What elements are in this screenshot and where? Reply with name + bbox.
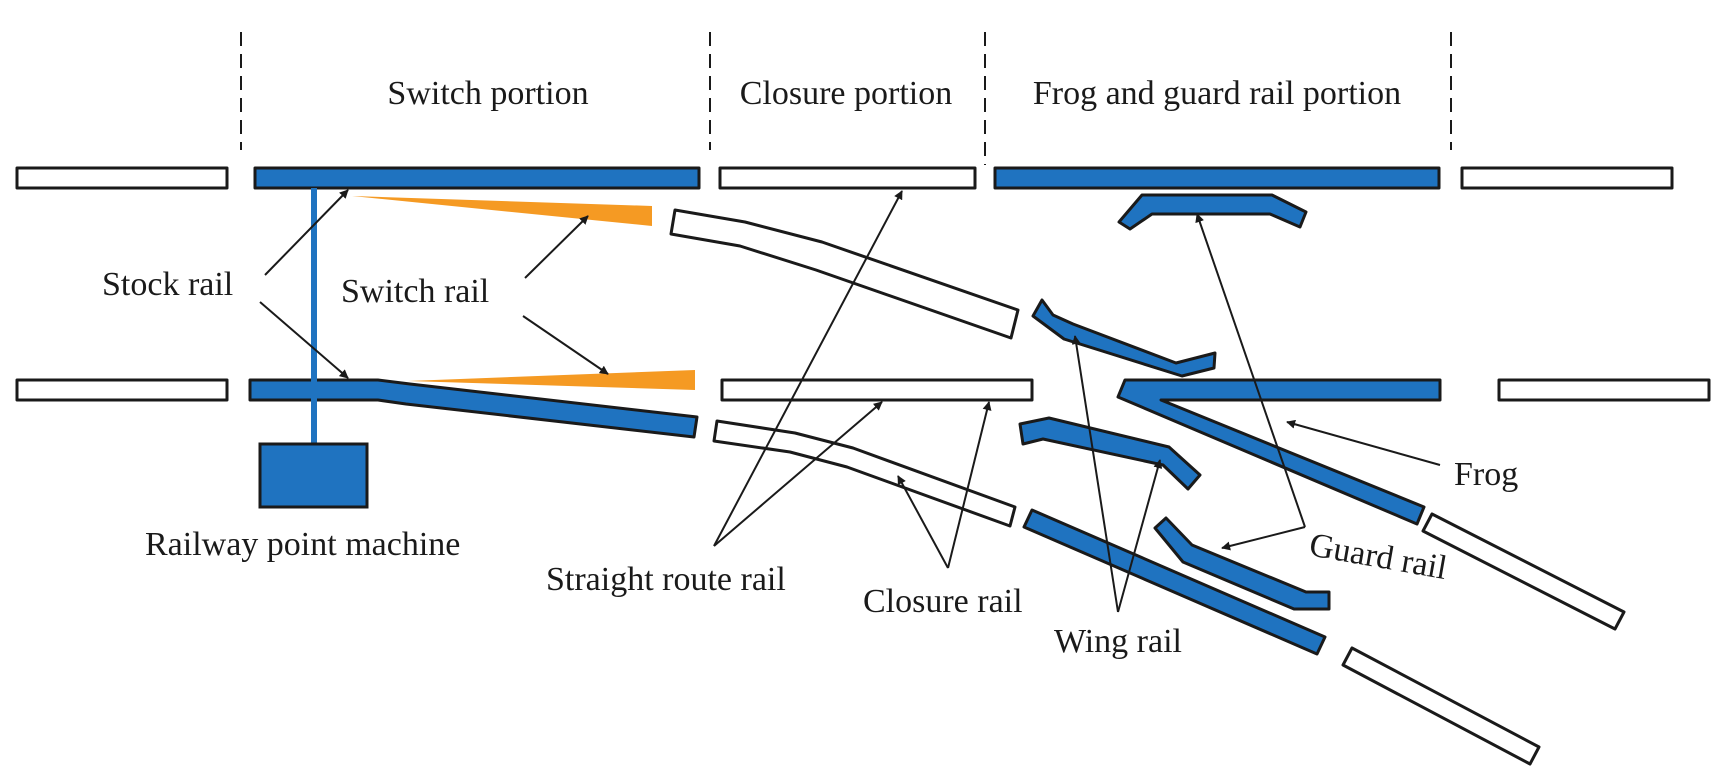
leader-frog xyxy=(1286,419,1441,466)
switch-rail-lower xyxy=(408,370,695,390)
section-title-switch: Switch portion xyxy=(387,75,588,112)
wing-rail-upper xyxy=(1031,298,1217,378)
label-stock-rail: Stock rail xyxy=(102,266,233,303)
closure-rail-top xyxy=(718,166,977,190)
rail-lower-right xyxy=(1497,378,1711,402)
leader-stock-rail-top xyxy=(264,189,349,276)
straight-route-rail-lower xyxy=(720,378,1034,402)
rail-diverging-right xyxy=(1421,512,1626,631)
railway-point-machine xyxy=(258,442,369,509)
leader-switch-rail-lower xyxy=(522,315,609,375)
leader-wing-rail-lower xyxy=(1117,459,1163,613)
rail-lower-left xyxy=(15,378,229,402)
guard-rail-lower xyxy=(1153,516,1331,611)
leader-wing-rail-upper xyxy=(1071,335,1119,613)
leader-guard-rail-lower xyxy=(1221,526,1306,551)
label-wing-rail: Wing rail xyxy=(1054,623,1182,660)
rail-top-left xyxy=(15,166,229,190)
label-straight-route-rail: Straight route rail xyxy=(546,561,786,598)
label-switch-rail: Switch rail xyxy=(341,273,489,310)
leader-closure-rail-lower xyxy=(947,401,992,569)
stock-rail-top xyxy=(253,166,701,190)
rail-diverging-bottom xyxy=(1341,646,1541,766)
label-closure-rail: Closure rail xyxy=(863,583,1023,620)
leader-closure-rail-curved xyxy=(897,475,949,569)
leader-straight-route-top xyxy=(713,190,903,547)
leader-straight-route-lower xyxy=(713,401,883,547)
guard-rail-top xyxy=(1117,193,1308,231)
switch-rail-upper xyxy=(352,196,652,226)
leader-guard-rail-top xyxy=(1195,213,1306,528)
frog-top-rail xyxy=(993,166,1441,190)
section-title-frog-guard: Frog and guard rail portion xyxy=(1033,75,1401,112)
section-title-closure: Closure portion xyxy=(740,75,952,112)
stock-rail-lower xyxy=(248,378,699,439)
rail-top-right xyxy=(1460,166,1674,190)
closure-rail-curved-lower xyxy=(712,419,1017,528)
leader-switch-rail-upper xyxy=(524,215,589,279)
wing-rail-lower xyxy=(1018,416,1202,491)
label-railway-point-machine: Railway point machine xyxy=(145,526,460,563)
diverging-rail-blue xyxy=(1022,508,1327,656)
label-frog: Frog xyxy=(1454,456,1518,493)
closure-rail-curved-upper xyxy=(669,208,1020,340)
leader-stock-rail-lower xyxy=(259,301,349,379)
label-guard-rail: Guard rail xyxy=(1307,526,1450,587)
